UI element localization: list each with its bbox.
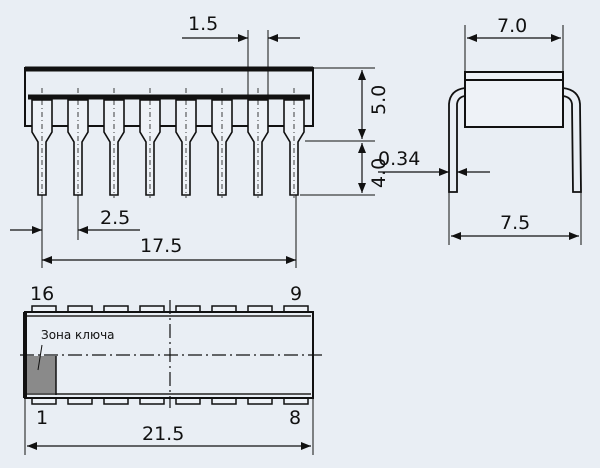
dim-label-4-0: 4.0 [368, 158, 390, 188]
side-body [464, 71, 564, 128]
front-pins [31, 88, 305, 198]
key-zone-label: Зона ключа [41, 328, 115, 342]
dim-label-5-0: 5.0 [368, 85, 390, 115]
front-pin [103, 99, 125, 196]
front-pin [31, 99, 53, 196]
side-right-lead [562, 87, 582, 193]
side-view [378, 25, 582, 245]
front-pin [283, 99, 305, 196]
side-left-lead [448, 87, 466, 193]
front-pin [67, 99, 89, 196]
front-view [10, 30, 375, 268]
pin-label-9: 9 [290, 283, 302, 305]
key-zone-leader [37, 344, 43, 371]
dim-label-7-5: 7.5 [500, 212, 530, 234]
dim-label-1-5: 1.5 [188, 13, 218, 35]
top-view-pins [31, 305, 309, 405]
pin-label-1: 1 [36, 407, 48, 429]
dim-label-17-5: 17.5 [140, 235, 182, 257]
top-view [20, 300, 325, 455]
key-zone [27, 356, 56, 395]
dim-label-2-5: 2.5 [100, 207, 130, 229]
pin-label-16: 16 [30, 283, 54, 305]
front-pin [175, 99, 197, 196]
dim-label-21-5: 21.5 [142, 423, 184, 445]
dim-label-7-0: 7.0 [497, 15, 527, 37]
front-pin [139, 99, 161, 196]
pin-label-8: 8 [289, 407, 301, 429]
front-pin [211, 99, 233, 196]
dim-label-0-34: 0.34 [378, 148, 420, 170]
